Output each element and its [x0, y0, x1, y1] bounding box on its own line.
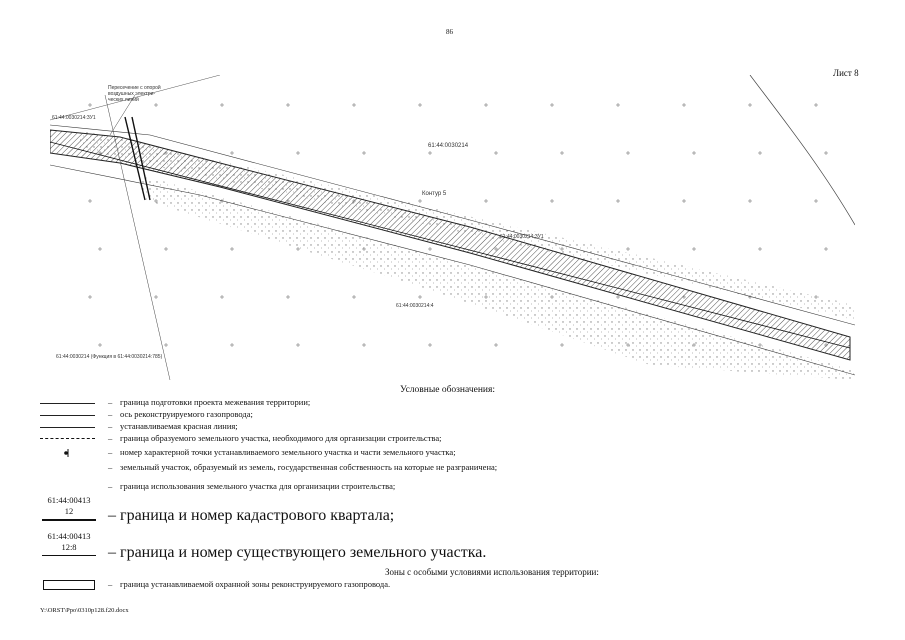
crossing-poles	[124, 116, 151, 201]
terrain-band-lower	[140, 175, 855, 380]
legend-row-protection-zone: – граница устанавливаемой охранной зоны …	[40, 579, 880, 591]
legend-row-point-number: – номер характерной точки устанавливаемо…	[40, 447, 880, 459]
legend-row-construction-use: – граница использования земельного участ…	[108, 481, 396, 491]
quarter-number: 12	[64, 506, 74, 516]
cadastral-map: Пересечение с опорой воздушных электри- …	[50, 75, 855, 381]
legend-row-cadastral-quarter: 61:44:00413 12 – граница и номер кадастр…	[40, 495, 880, 525]
zone-box-icon	[43, 580, 95, 590]
upper-parcel-label: 61:44:0030214:ЗУ1	[52, 115, 96, 121]
legend-row-pipeline-axis: – ось реконструируемого газопровода;	[40, 409, 880, 421]
crossing-note-line-2: воздушных электри-	[108, 91, 155, 97]
boundary-lower	[50, 164, 855, 376]
legend-row-existing-parcel: 61:44:00413 12:8 – граница и номер сущес…	[40, 531, 880, 561]
sheet-label: Лист 8	[833, 68, 859, 78]
contour-label: Контур 5	[422, 191, 447, 197]
quarter-code: 61:44:00413	[47, 495, 91, 505]
legend-title: Условные обозначения:	[400, 385, 496, 395]
crossing-note-line-3: ческих линий	[108, 96, 139, 103]
bottom-note: 61:44:0030214 (Функция в 61:44:0030214:7…	[56, 354, 163, 360]
lower-parcel-label: 61:44:0030214:4	[396, 303, 434, 309]
boundary-upper	[50, 124, 855, 326]
road-curve	[749, 75, 855, 226]
crossing-note-line-1: Пересечение с опорой	[108, 84, 161, 91]
mid-parcel-label: 61:44:0030214:ЗУ1	[500, 234, 544, 240]
pipeline-axis	[50, 141, 851, 349]
boundary-top	[50, 75, 221, 121]
legend-row-construction-parcel: – граница образуемого земельного участка…	[40, 433, 880, 445]
parcel-code: 61:44:00413	[47, 531, 91, 541]
parcel-number: 12:8	[61, 542, 77, 552]
parcel-label: 61:44:0030214	[428, 143, 469, 149]
page-number: 86	[446, 28, 453, 36]
point-marker-icon	[64, 449, 69, 457]
legend-row-red-line: – устанавливаемая красная линия;	[40, 421, 880, 433]
footer-filepath: Y:\ORST\Ppo\0310p128.f20.docx	[40, 607, 129, 614]
zones-title: Зоны с особыми условиями использования т…	[385, 567, 599, 577]
legend-row-survey-boundary: – граница подготовки проекта межевания т…	[40, 397, 880, 409]
legend-row-state-land: – земельный участок, образуемый из земел…	[108, 462, 498, 472]
